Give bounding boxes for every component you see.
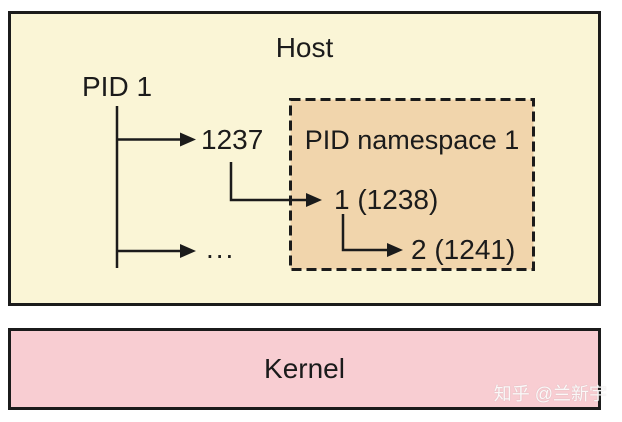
connector-1237-to-1238 — [229, 162, 308, 202]
namespace-title: PID namespace 1 — [304, 125, 520, 155]
process-1-1238-label: 1 (1238) — [334, 184, 439, 215]
ellipsis-label: ... — [206, 233, 236, 264]
process-2-1241-label: 2 (1241) — [411, 234, 516, 265]
kernel-label-wrap: Kernel — [8, 328, 601, 409]
arrowhead-to-1237 — [180, 132, 196, 147]
pid-namespace-box — [289, 98, 535, 271]
arrowhead-to-1238 — [306, 193, 322, 207]
kernel-label: Kernel — [264, 352, 345, 384]
process-1237-label: 1237 — [201, 124, 264, 155]
connector-1238-to-1241 — [341, 214, 389, 252]
pid1-label: PID 1 — [82, 71, 153, 102]
arrowhead-to-ellipsis — [180, 244, 196, 258]
watermark: 知乎 @兰新宇 — [493, 384, 607, 404]
arrowhead-to-1241 — [387, 243, 403, 257]
kernel-box — [8, 328, 601, 410]
host-label: Host — [275, 32, 334, 63]
